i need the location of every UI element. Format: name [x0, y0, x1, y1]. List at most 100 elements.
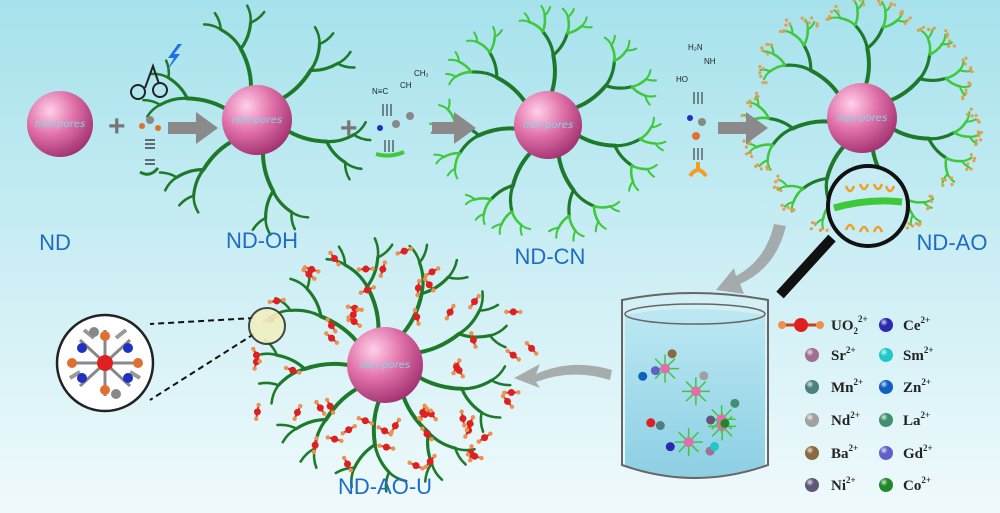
uranium-atom: [316, 404, 324, 412]
branch: [325, 133, 356, 144]
uranium-atom: [469, 336, 477, 344]
ion-ball: [720, 418, 730, 428]
uranium-atom: [253, 408, 261, 416]
ion-ball: [638, 371, 648, 381]
oxygen-atom: [253, 416, 259, 421]
reagent-ch: CH: [400, 81, 412, 90]
oxygen-atom: [467, 458, 473, 463]
uranium-atom: [503, 397, 511, 405]
ion-ball: [706, 415, 716, 425]
amidoxime-tip: [948, 39, 952, 43]
amidoxime-tip: [919, 27, 923, 31]
branch: [604, 84, 634, 90]
bound-uranyl-ions: [251, 246, 539, 473]
oxygen-atom: [283, 365, 289, 371]
oxygen-atom: [378, 273, 383, 279]
sphere: [514, 91, 582, 159]
oxygen-atom: [345, 304, 351, 309]
amidoxime-tip: [943, 178, 947, 182]
amidoxime-tip: [966, 162, 970, 166]
arrow-ndcn-to-ndao: [718, 112, 768, 144]
uranium-atom: [446, 308, 454, 316]
ion-label: Ce2+: [903, 315, 930, 334]
uranium-atom: [350, 318, 358, 326]
branch: [142, 98, 162, 107]
beaker: [621, 292, 769, 479]
amidoxime-tip: [779, 29, 783, 34]
amidoxime-tip: [769, 43, 774, 47]
branch: [613, 137, 642, 148]
reagent-nc: N≡C: [372, 87, 388, 96]
oxygen-atom: [395, 251, 400, 256]
oxygen-atom: [476, 439, 482, 444]
branch: [541, 29, 555, 57]
sphere-label: non-pores: [35, 119, 85, 130]
amidoxime-tip: [946, 32, 950, 36]
oxygen-atom: [330, 410, 336, 415]
amidoxime-tip: [974, 113, 978, 118]
amidoxime-tip: [784, 23, 788, 27]
oxygen-atom: [476, 293, 481, 299]
branch: [592, 204, 612, 209]
amidoxime-tip: [748, 141, 752, 145]
oxygen-atom: [298, 403, 303, 409]
nanodiamond-sphere-nd: non-pores: [27, 91, 93, 157]
amidoxime-tip: [928, 194, 932, 198]
oxygen-atom: [488, 431, 493, 436]
oxygen-atom: [408, 246, 414, 252]
branch: [352, 443, 377, 470]
branch: [944, 156, 949, 176]
amidoxime-tip: [905, 226, 910, 230]
epoxide-molecule-icon: [130, 62, 168, 100]
branch: [478, 290, 484, 312]
amidoxime-tip: [750, 154, 754, 159]
amidoxime-tip: [809, 227, 813, 231]
amidoxime-tip: [807, 21, 811, 25]
branch: [325, 139, 347, 165]
amidoxime-tip: [917, 223, 921, 227]
branch: [833, 9, 842, 20]
uranyl-amidoxime-complex-icon: [67, 327, 143, 399]
branch: [941, 173, 949, 184]
amidoxime-tip: [949, 176, 953, 180]
branch: [270, 384, 280, 405]
oxygen-atom: [451, 303, 456, 309]
branch: [783, 200, 795, 208]
branch: [445, 72, 457, 78]
amidoxime-tip: [908, 16, 912, 20]
amidoxime-tip: [827, 15, 832, 19]
branch: [654, 142, 664, 152]
amidoxime-tip: [976, 130, 980, 134]
branch: [433, 153, 446, 158]
branch: [150, 72, 170, 80]
sphere-label: non-pores: [360, 360, 410, 371]
process-arrows: [168, 112, 786, 388]
branch: [567, 188, 576, 218]
oxygen-atom: [423, 464, 428, 470]
branch: [783, 63, 813, 72]
sphere: [827, 83, 897, 153]
branch: [785, 184, 805, 190]
nanodiamond-sphere-nd-oh: non-pores: [222, 85, 292, 155]
legend-item-mn: Mn2+: [805, 377, 863, 396]
uranium-atom: [326, 402, 334, 410]
amidoxime-tip: [921, 25, 926, 29]
oxygen-atom: [314, 436, 319, 441]
branch: [646, 168, 656, 178]
branch: [488, 324, 508, 337]
branch: [945, 156, 964, 163]
branch: [523, 12, 531, 24]
branch: [239, 21, 253, 51]
uranium-atom: [328, 334, 336, 342]
reagent-ch2: CH₂: [414, 69, 429, 78]
branch: [650, 123, 662, 129]
reagent-nh: NH: [704, 57, 716, 66]
oxygen-atom: [432, 453, 437, 459]
branch: [566, 15, 571, 35]
uranium-atom: [331, 255, 339, 263]
oxygen-atom: [314, 399, 319, 405]
uranium-atom: [345, 426, 353, 434]
oxygen-atom: [292, 416, 297, 422]
branch: [177, 194, 195, 207]
